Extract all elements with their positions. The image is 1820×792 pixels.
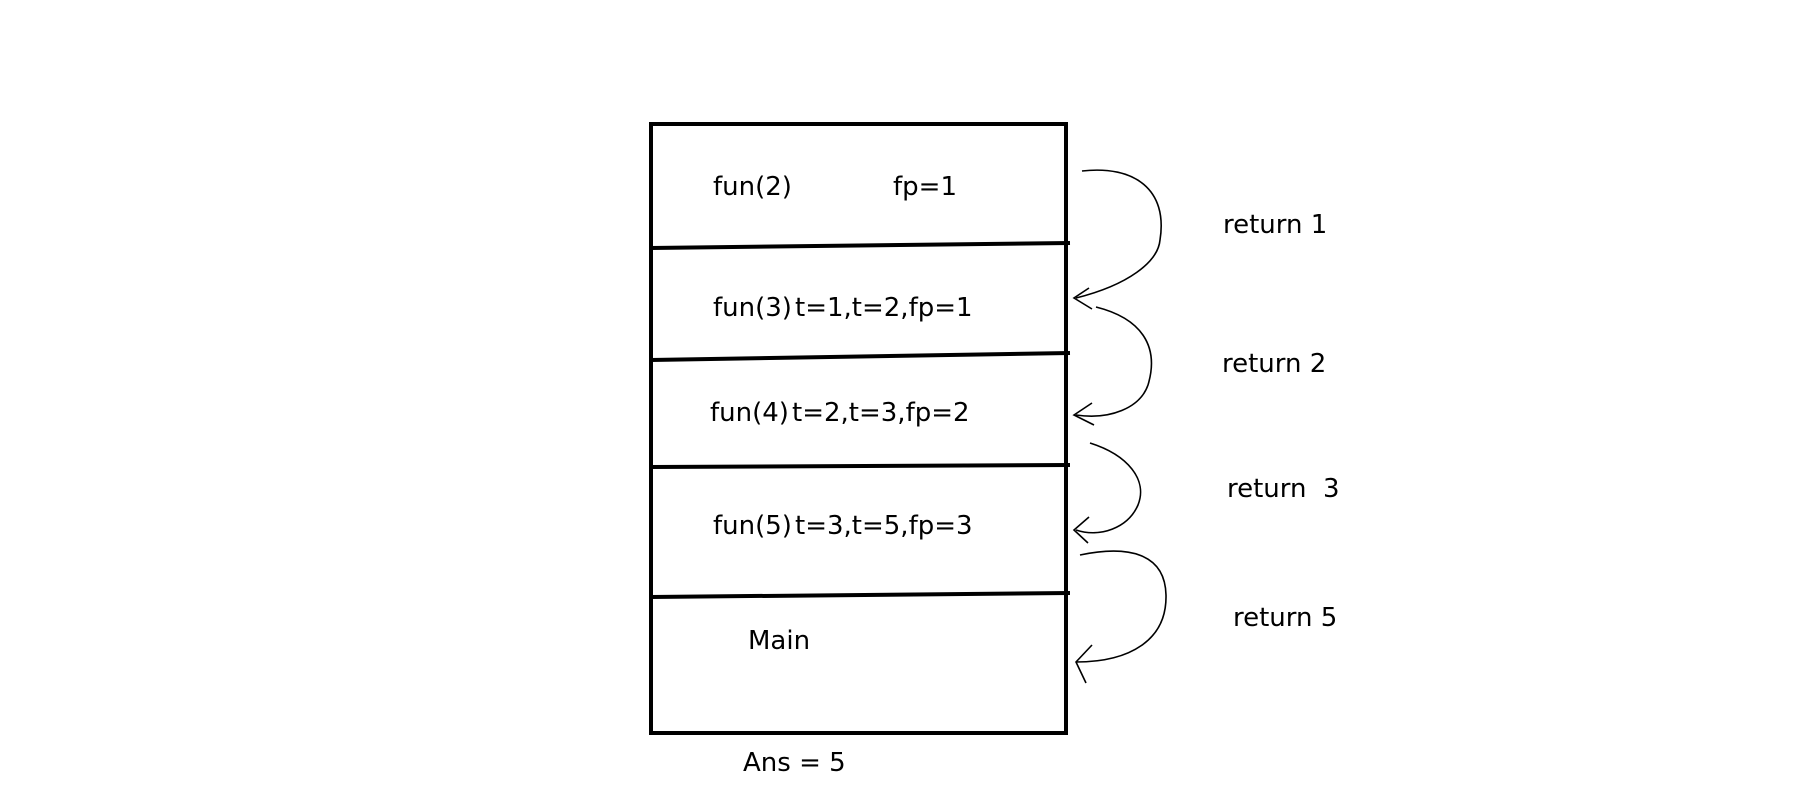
frame-call-fun3: fun(3): [713, 293, 792, 323]
return-label-3: return 3: [1227, 474, 1340, 504]
frame-vars-fun2: fp=1: [893, 172, 957, 202]
return-arrow-5: [1075, 550, 1167, 684]
arrow-head-icon: [1072, 402, 1095, 426]
return-arrow-curve: [1075, 169, 1162, 299]
arrow-head-icon: [1072, 516, 1090, 544]
frame-call-main: Main: [748, 626, 810, 656]
return-arrow-curve: [1075, 306, 1153, 417]
frame-call-fun5: fun(5): [713, 511, 792, 541]
frame-divider: [650, 591, 1071, 599]
arrow-head-icon: [1075, 644, 1093, 684]
return-arrow-curve: [1075, 442, 1142, 534]
return-label-5: return 5: [1233, 603, 1337, 633]
frame-vars-fun5: t=3,t=5,fp=3: [795, 511, 973, 541]
answer-label: Ans = 5: [743, 748, 846, 778]
return-arrow-3: [1072, 442, 1142, 544]
frame-divider: [650, 351, 1071, 362]
frame-vars-fun3: t=1,t=2,fp=1: [795, 293, 973, 323]
return-label-2: return 2: [1222, 349, 1326, 379]
frame-call-fun4: fun(4): [710, 398, 789, 428]
return-arrow-2: [1072, 306, 1153, 426]
return-label-1: return 1: [1223, 210, 1327, 240]
return-arrow-1: [1072, 169, 1162, 310]
return-arrow-curve: [1075, 550, 1167, 663]
frame-vars-fun4: t=2,t=3,fp=2: [792, 398, 970, 428]
frame-divider: [650, 241, 1071, 250]
frame-divider: [650, 463, 1071, 469]
stack-box: [649, 122, 1068, 735]
frame-call-fun2: fun(2): [713, 172, 792, 202]
arrow-head-icon: [1072, 287, 1093, 310]
